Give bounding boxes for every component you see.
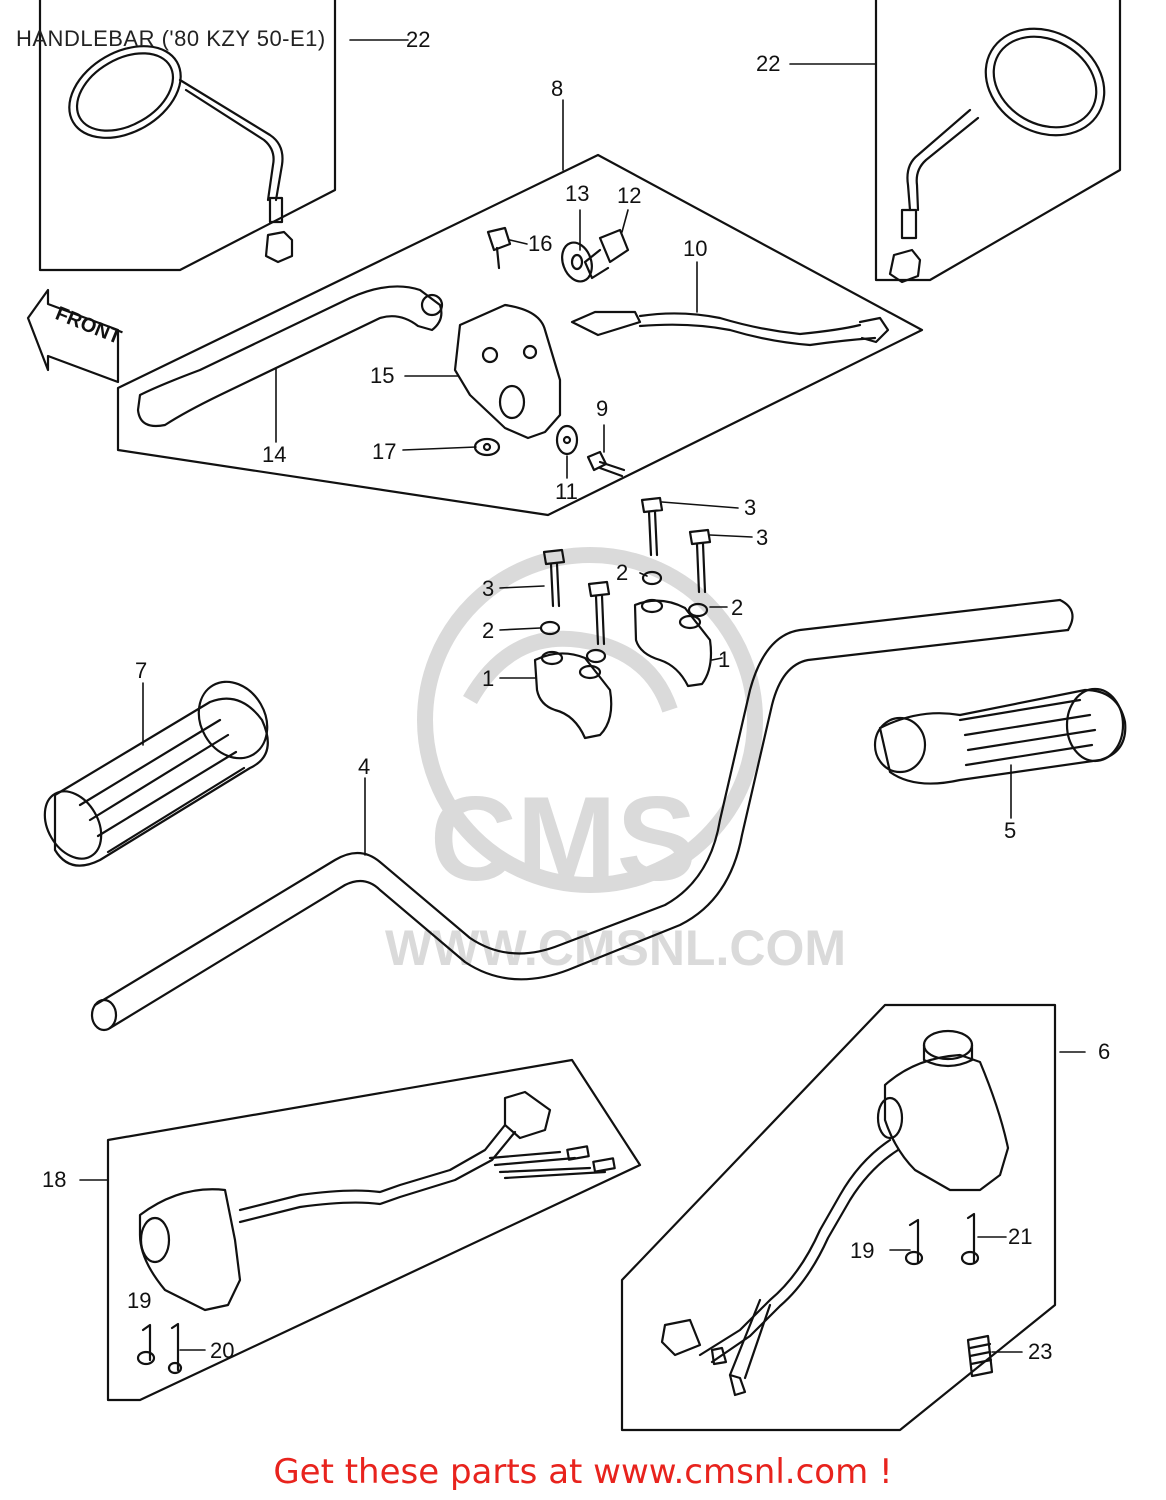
washer [555, 424, 579, 456]
starter-lockout-switch [570, 310, 890, 347]
callout-19-left: 19 [127, 1288, 152, 1313]
callout-20: 20 [210, 1338, 235, 1363]
callout-2-b: 2 [731, 595, 744, 620]
callout-8: 8 [551, 76, 564, 101]
callout-22-left: 22 [406, 27, 431, 52]
lever-nut [473, 437, 501, 457]
front-label: FRONT [52, 303, 124, 349]
callout-7: 7 [135, 658, 148, 683]
front-direction-arrow [26, 288, 120, 384]
watermark-brand: CMS [430, 772, 697, 906]
lever-assembly-outline [116, 153, 924, 517]
holder-bolts [542, 496, 712, 646]
pivot-bolt [486, 226, 512, 270]
callout-15: 15 [370, 363, 395, 388]
callout-16: 16 [528, 231, 553, 256]
left-switch-outline [106, 1058, 642, 1402]
right-mirror-group [874, 0, 1122, 284]
left-mirror-head [68, 45, 182, 139]
callout-3-a: 3 [744, 495, 757, 520]
callout-23: 23 [1028, 1339, 1053, 1364]
lever-bolt [586, 450, 626, 478]
callout-4: 4 [358, 754, 371, 779]
locknut [561, 241, 593, 283]
callout-10: 10 [683, 236, 708, 261]
callout-3-b: 3 [756, 525, 769, 550]
handlebar-holder-upper-right [633, 598, 713, 688]
callout-9: 9 [596, 396, 609, 421]
cms-watermark: CMS WWW.CMSNL.COM [385, 547, 846, 976]
callout-18: 18 [42, 1167, 67, 1192]
lever-holder [453, 303, 562, 440]
left-handlebar-switch [136, 1090, 616, 1375]
diagram-title: HANDLEBAR ('80 KZY 50-E1) [16, 26, 326, 51]
callout-11: 11 [555, 479, 578, 504]
clutch-lever [136, 285, 444, 428]
callout-5: 5 [1004, 818, 1017, 843]
left-grip [43, 680, 269, 867]
callout-2-a: 2 [616, 560, 629, 585]
right-switch-outline [620, 1003, 1057, 1432]
right-grip [873, 687, 1127, 785]
callout-12: 12 [617, 183, 642, 208]
callout-19-right: 19 [850, 1238, 875, 1263]
callout-3-c: 3 [482, 576, 495, 601]
callout-13: 13 [565, 181, 590, 206]
watermark-url: WWW.CMSNL.COM [385, 920, 846, 976]
right-handlebar-switch [660, 1029, 1010, 1397]
handlebar-holder-upper-left [533, 650, 613, 740]
callout-1-b: 1 [718, 647, 731, 672]
footer-promo-link[interactable]: Get these parts at www.cmsnl.com ! [273, 1452, 893, 1492]
leader-lines [79, 39, 1086, 1353]
handlebar [90, 598, 1074, 1032]
callout-6: 6 [1098, 1039, 1111, 1064]
callout-22-right: 22 [756, 51, 781, 76]
callout-2-c: 2 [482, 618, 495, 643]
callout-1-a: 1 [482, 666, 495, 691]
holder-washers [539, 570, 709, 664]
callout-17: 17 [372, 439, 397, 464]
left-mirror-group [38, 0, 337, 272]
callout-21: 21 [1008, 1224, 1033, 1249]
right-mirror-head [984, 27, 1106, 137]
callout-14: 14 [262, 442, 287, 467]
adjuster-screw [583, 228, 630, 280]
